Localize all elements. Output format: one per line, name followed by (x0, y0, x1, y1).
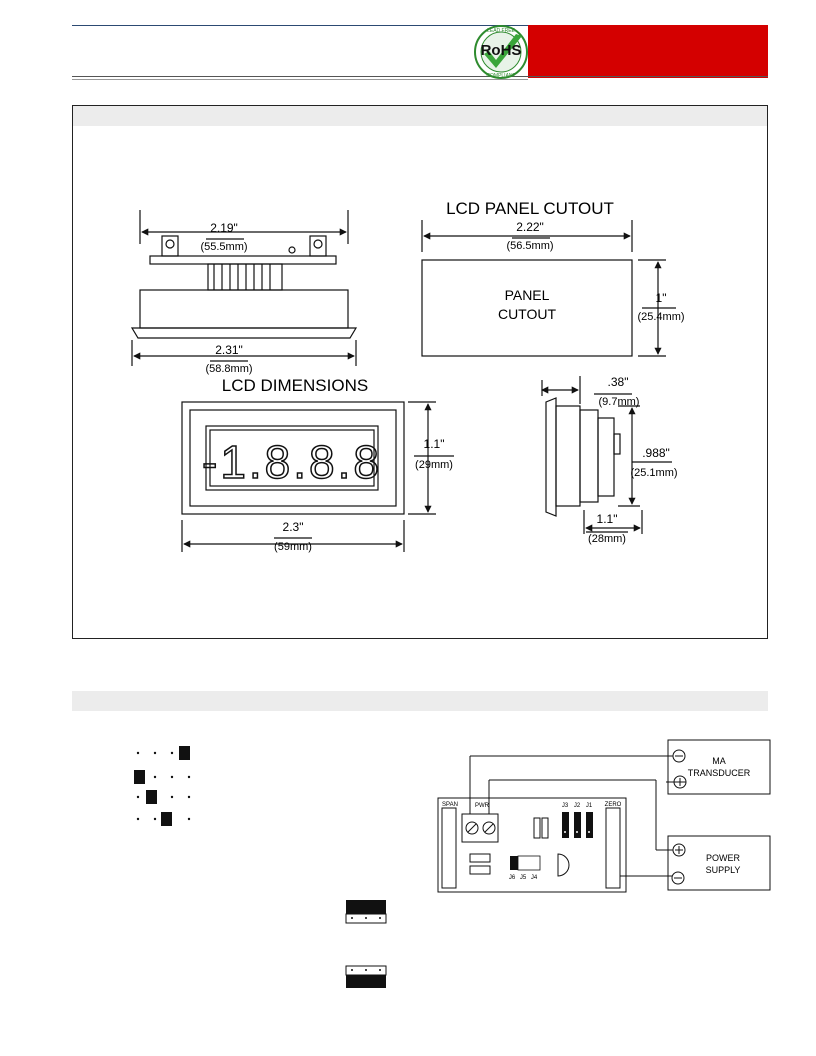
front-title: LCD DIMENSIONS (222, 376, 368, 395)
dimension-drawings: 2.19" (55.5mm) 2.31" (58.8mm) LCD PANEL … (130, 199, 685, 553)
front-width-mm: (59mm) (274, 541, 312, 553)
header-rule (72, 76, 768, 77)
side-depth-2: 1.1" (597, 512, 618, 526)
top-view-width-mm: (55.5mm) (200, 241, 247, 253)
transducer-label-1: MA (712, 756, 726, 766)
j2-label: J2 (574, 803, 581, 809)
wiring-diagram: MA TRANSDUCER POWER SUPPLY SPAN ZERO PWR… (437, 739, 771, 893)
cutout-label-1: PANEL (505, 287, 550, 303)
cutout-height: 1" (656, 291, 667, 305)
front-height-mm: (29mm) (415, 459, 453, 471)
cutout-width: 2.22" (516, 220, 544, 234)
wiring-section-header (72, 691, 768, 711)
bottom-width-mm: (58.8mm) (205, 363, 252, 375)
span-label: SPAN (442, 802, 458, 808)
pwr-label: PWR (475, 803, 490, 809)
lcd-display-digits: -1.8.8.8 (202, 436, 382, 488)
side-depth-1: .38" (608, 375, 629, 389)
rohs-logo: LEAD FREE COMPLIANT RoHS (474, 25, 528, 79)
j5-label: J5 (520, 875, 527, 881)
front-width: 2.3" (283, 520, 304, 534)
cutout-height-mm: (25.4mm) (637, 311, 684, 323)
side-height: .988" (642, 446, 670, 460)
header-top-rule (72, 25, 528, 26)
cutout-width-mm: (56.5mm) (506, 240, 553, 252)
bottom-width: 2.31" (215, 343, 243, 357)
j6-label: J6 (509, 875, 516, 881)
brand-red-block (528, 25, 768, 78)
j1-label: J1 (586, 803, 593, 809)
cutout-label-2: CUTOUT (498, 306, 557, 322)
dimensions-panel (72, 105, 768, 639)
rohs-main-text: RoHS (481, 42, 522, 59)
rohs-ring-top: LEAD FREE (487, 28, 515, 34)
j3-label: J3 (562, 803, 569, 809)
header-rule-secondary (72, 79, 528, 80)
rohs-checkmark-icon (484, 34, 522, 68)
j4-label: J4 (531, 875, 538, 881)
supply-label-1: POWER (706, 853, 741, 863)
cutout-title: LCD PANEL CUTOUT (446, 199, 614, 218)
zero-label: ZERO (605, 802, 622, 808)
side-height-mm: (25.1mm) (630, 467, 677, 479)
rohs-ring-bottom: COMPLIANT (486, 73, 515, 79)
front-height: 1.1" (424, 437, 445, 451)
transducer-label-2: TRANSDUCER (688, 768, 751, 778)
top-view-width: 2.19" (210, 221, 238, 235)
dimensions-panel-header (73, 106, 767, 126)
side-depth-1-mm: (9.7mm) (599, 396, 640, 408)
side-depth-2-mm: (28mm) (588, 533, 626, 545)
supply-label-2: SUPPLY (706, 865, 741, 875)
jumper-settings-diagrams (134, 746, 387, 988)
